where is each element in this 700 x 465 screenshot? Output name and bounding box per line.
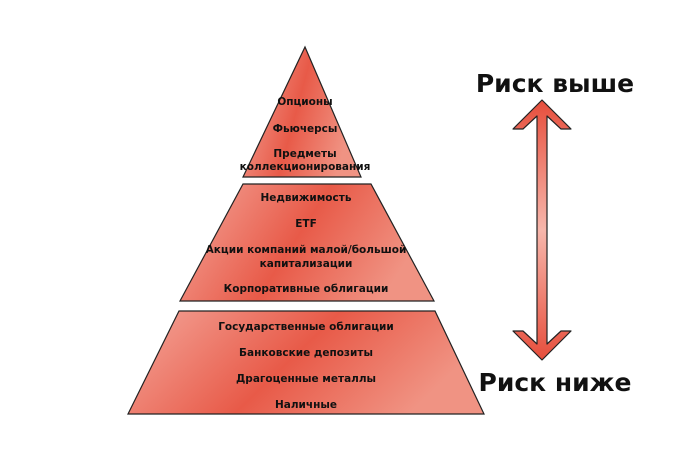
- pyramid-tier-top: [242, 45, 362, 178]
- tier-middle-item-etf: ETF: [295, 218, 317, 230]
- tier-bottom-item-government-bonds: Государственные облигации: [218, 321, 394, 333]
- tier-middle-item-stocks-line2: капитализации: [260, 258, 353, 270]
- tier-bottom-item-cash: Наличные: [275, 399, 337, 411]
- tier-middle-item-corporate-bonds: Корпоративные облигации: [224, 283, 389, 295]
- tier-middle-item-real-estate: Недвижимость: [261, 192, 352, 204]
- tier-bottom-item-bank-deposits: Банковские депозиты: [239, 347, 373, 359]
- tier-top-item-collectibles-line1: Предметы: [273, 148, 336, 160]
- risk-lower-label: Риск ниже: [479, 368, 632, 397]
- risk-higher-label: Риск выше: [476, 69, 634, 98]
- tier-top-item-collectibles-line2: коллекционирования: [240, 161, 371, 173]
- tier-bottom-item-precious-metals: Драгоценные металлы: [236, 373, 376, 385]
- tier-middle-item-stocks-line1: Акции компаний малой/большой: [206, 244, 407, 256]
- tier-top-item-futures: Фьючерсы: [273, 123, 338, 135]
- pyramid-tier-middle: [178, 183, 436, 302]
- pyramid-tier-bottom: [127, 310, 485, 415]
- risk-double-arrow-icon: [512, 99, 572, 361]
- tier-top-item-options: Опционы: [277, 96, 332, 108]
